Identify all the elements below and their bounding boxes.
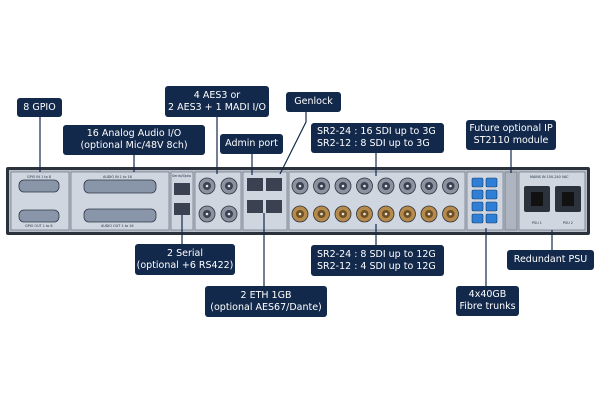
- eth-port-1: [247, 200, 263, 213]
- callout-redundant-psu: Redundant PSU: [507, 250, 594, 270]
- callout-line: (optional AES67/Dante): [210, 301, 322, 313]
- sdi-3g-bnc-connector: [334, 177, 352, 195]
- serial-port-2: [174, 203, 190, 215]
- callout-line: SR2-24 : 16 SDI up to 3G: [317, 126, 436, 137]
- callout-line: ST2110 module: [473, 135, 549, 146]
- callout-line: 8 GPIO: [23, 101, 56, 113]
- callout-line: Admin port: [225, 138, 278, 149]
- sdi-3g-bnc-connector: [399, 177, 416, 195]
- sfp-port: [471, 201, 484, 212]
- callout-line: 4 AES3 or: [193, 89, 241, 101]
- psu-module: MAINS IN 100-240 VAC PSU 1 PSU 2: [518, 171, 586, 231]
- psu2-label: PSU 2: [563, 221, 573, 225]
- leader-lines: [39, 112, 553, 286]
- sdi-3g-bnc-connector: [442, 177, 459, 195]
- analog-audio-module: AUDIO IN 1 to 16 AUDIO OUT 1 to 16: [70, 171, 170, 231]
- sdi-3g-bnc-connector: [356, 177, 373, 195]
- sfp-port: [471, 177, 484, 188]
- sfp-port: [485, 201, 498, 212]
- sdi-3g-bnc-connector: [377, 177, 395, 195]
- sdi-3g-bnc-connector: [313, 177, 330, 195]
- sfp-ports: [471, 177, 498, 224]
- audio-out-label: AUDIO OUT 1 to 16: [101, 224, 134, 228]
- callout-line: 16 Analog Audio I/O: [86, 128, 182, 139]
- sfp-port: [485, 177, 498, 188]
- gpio-in-connector: [18, 179, 60, 193]
- callout-line: (optional Mic/48V 8ch): [80, 140, 188, 151]
- sdi-12g-bnc-connector: [420, 205, 438, 223]
- bnc-connectors: [198, 177, 459, 223]
- sdi-12g-bnc-connector: [377, 205, 395, 223]
- sdi-3g-bnc-connector: [291, 177, 309, 195]
- callout-line: 2 Serial: [167, 247, 203, 259]
- sdi-12g-bnc-connector: [442, 205, 459, 223]
- callout-line: 2 ETH 1GB: [240, 289, 292, 301]
- sfp-port: [485, 213, 498, 224]
- ip-module-slot: [504, 171, 518, 231]
- gpio-out-label: GPIO OUT 1 to 8: [25, 224, 53, 228]
- callout-line: Fibre trunks: [459, 301, 516, 312]
- callout-line: Genlock: [294, 96, 333, 107]
- leader-genlock: [279, 112, 307, 175]
- mains-label: MAINS IN 100-240 VAC: [530, 175, 569, 179]
- callout-admin-port: Admin port: [220, 134, 283, 154]
- serial-label: Serial/Opto: [172, 174, 191, 178]
- psu1-label: PSU 1: [532, 221, 542, 225]
- aes-bnc-connector: [198, 205, 216, 223]
- callout-line: Redundant PSU: [513, 254, 588, 265]
- sfp-port: [485, 189, 498, 200]
- callout-serial: 2 Serial(optional +6 RS422): [135, 244, 235, 275]
- callout-line: (optional +6 RS422): [136, 259, 234, 271]
- audio-out-connector: [83, 208, 157, 223]
- aes-bnc-connector: [220, 177, 238, 195]
- sdi-3g-bnc-connector: [420, 177, 438, 195]
- callout-line: 4x40GB: [468, 289, 507, 300]
- callout-genlock: Genlock: [286, 92, 341, 112]
- sfp-port: [471, 213, 484, 224]
- audio-in-connector: [83, 179, 157, 194]
- aes-bnc-connector: [198, 177, 216, 195]
- callout-line: SR2-12 : 8 SDI up to 3G: [317, 138, 430, 149]
- sdi-12g-bnc-connector: [356, 205, 373, 223]
- sdi-12g-bnc-connector: [399, 205, 416, 223]
- callout-ethernet: 2 ETH 1GB(optional AES67/Dante): [205, 286, 327, 317]
- callout-analog-audio: 16 Analog Audio I/O(optional Mic/48V 8ch…: [63, 125, 205, 155]
- callout-gpio: 8 GPIO: [17, 98, 62, 117]
- callout-line: SR2-12 : 4 SDI up to 12G: [317, 260, 436, 272]
- admin-port: [247, 178, 263, 191]
- gpio-module: GPIO IN 1 to 8 GPIO OUT 1 to 8: [10, 171, 70, 231]
- callout-line: SR2-24 : 8 SDI up to 12G: [317, 248, 436, 260]
- serial-port-1: [174, 183, 190, 195]
- ethernet-module: [242, 171, 288, 231]
- audio-in-label: AUDIO IN 1 to 16: [103, 175, 132, 179]
- eth-port-2: [266, 200, 282, 213]
- sdi-12g-bnc-connector: [291, 205, 309, 223]
- callout-line: Future optional IP: [469, 123, 553, 134]
- sfp-port: [471, 189, 484, 200]
- sdi-12g-bnc-connector: [313, 205, 330, 223]
- sdi-12g-bnc-connector: [334, 205, 352, 223]
- aes-bnc-connector: [220, 205, 238, 223]
- serial-module: Serial/Opto: [170, 171, 194, 231]
- gpio-in-label: GPIO IN 1 to 8: [27, 175, 51, 179]
- callout-line: 2 AES3 + 1 MADI I/O: [168, 101, 267, 113]
- genlock-port: [266, 178, 282, 191]
- gpio-out-connector: [18, 209, 60, 223]
